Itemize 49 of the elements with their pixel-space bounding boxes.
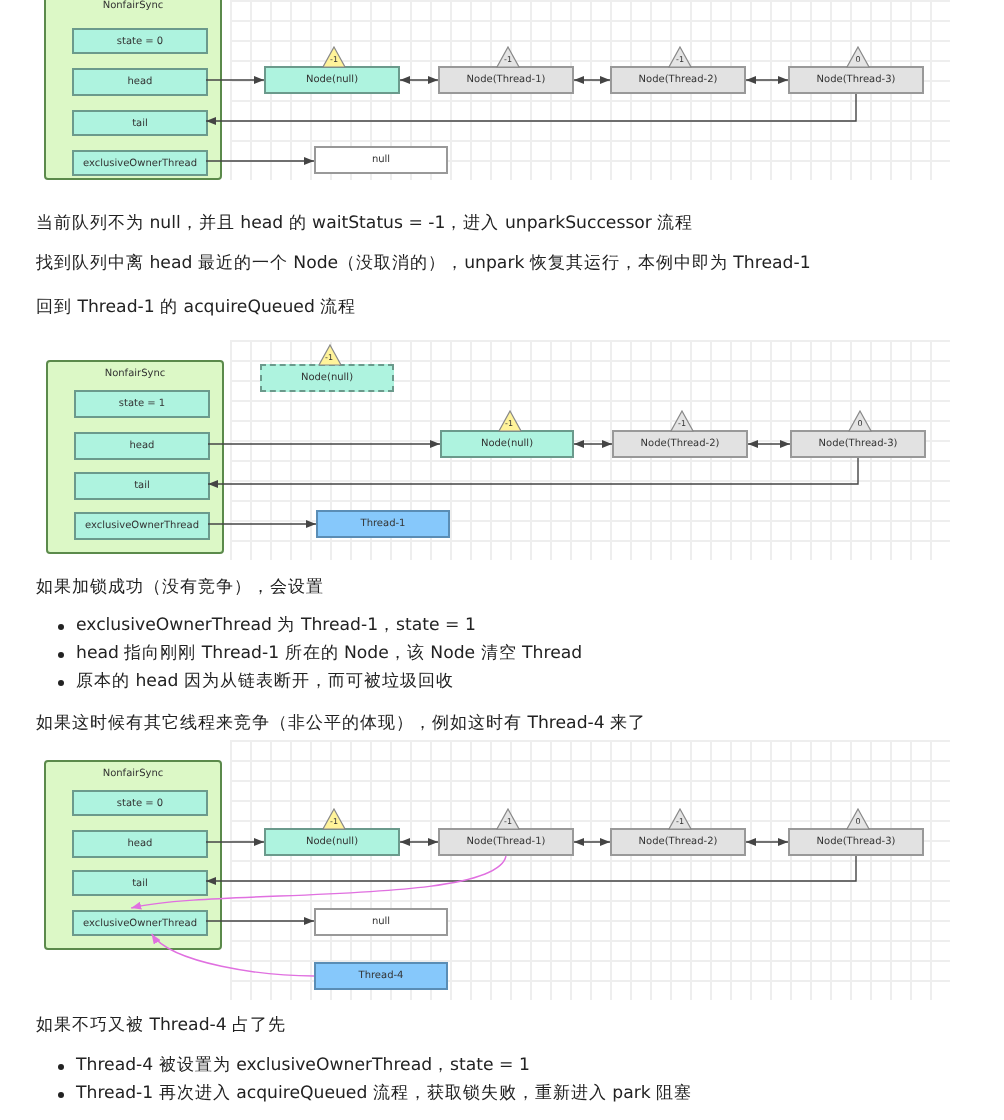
body-text: Thread-1 再次进入 acquireQueued 流程，获取锁失败，重新进入 park 阻塞 (76, 1082, 693, 1106)
arrow (745, 76, 789, 84)
arrow (205, 917, 315, 925)
arrow (207, 520, 317, 528)
field-box (74, 390, 210, 418)
container-panel (44, 0, 222, 180)
field-box (72, 790, 208, 816)
field-box (72, 110, 208, 136)
arrow (205, 855, 857, 885)
body-text: 当前队列不为 null，并且 head 的 waitStatus = -1，进入 unparkSuccessor 流程 (36, 212, 694, 236)
body-text: head 指向刚刚 Thread-1 所在的 Node，该 Node 清空 Thread (76, 642, 583, 666)
body-text: 如果加锁成功（没有竞争），会设置 (36, 576, 324, 600)
arrow (399, 838, 439, 846)
arrow (205, 838, 265, 846)
body-text: Thread-4 被设置为 exclusiveOwnerThread，state = 1 (76, 1054, 530, 1078)
arrow (130, 855, 507, 911)
field-box (72, 830, 208, 858)
arrow (150, 933, 315, 977)
body-text: 找到队列中离 head 最近的一个 Node（没取消的），unpark 恢复其运行，本例中即为 Thread-1 (36, 252, 811, 276)
thread-box (314, 962, 448, 990)
arrow (573, 440, 613, 448)
field-box (72, 870, 208, 896)
field-box (72, 68, 208, 96)
field-box (72, 910, 208, 936)
arrow (747, 440, 791, 448)
field-box (72, 28, 208, 54)
value-box (314, 146, 448, 174)
arrow (573, 76, 611, 84)
body-text: exclusiveOwnerThread 为 Thread-1，state = 1 (76, 614, 476, 638)
arrow (205, 76, 265, 84)
arrow (399, 76, 439, 84)
arrow (207, 457, 859, 488)
body-text: 回到 Thread-1 的 acquireQueued 流程 (36, 296, 357, 320)
arrow (745, 838, 789, 846)
thread-box (316, 510, 450, 538)
field-box (74, 432, 210, 460)
body-text: 原本的 head 因为从链表断开，而可被垃圾回收 (76, 670, 454, 694)
container-panel (46, 360, 224, 554)
arrow (205, 157, 315, 165)
arrow (205, 93, 857, 125)
body-text: 如果这时候有其它线程来竞争（非公平的体现），例如这时有 Thread-4 来了 (36, 712, 647, 736)
arrow (207, 440, 441, 448)
arrow (573, 838, 611, 846)
field-box (72, 150, 208, 176)
container-panel (44, 760, 222, 950)
body-text: 如果不巧又被 Thread-4 占了先 (36, 1014, 287, 1038)
field-box (74, 512, 210, 540)
value-box (314, 908, 448, 936)
field-box (74, 472, 210, 500)
